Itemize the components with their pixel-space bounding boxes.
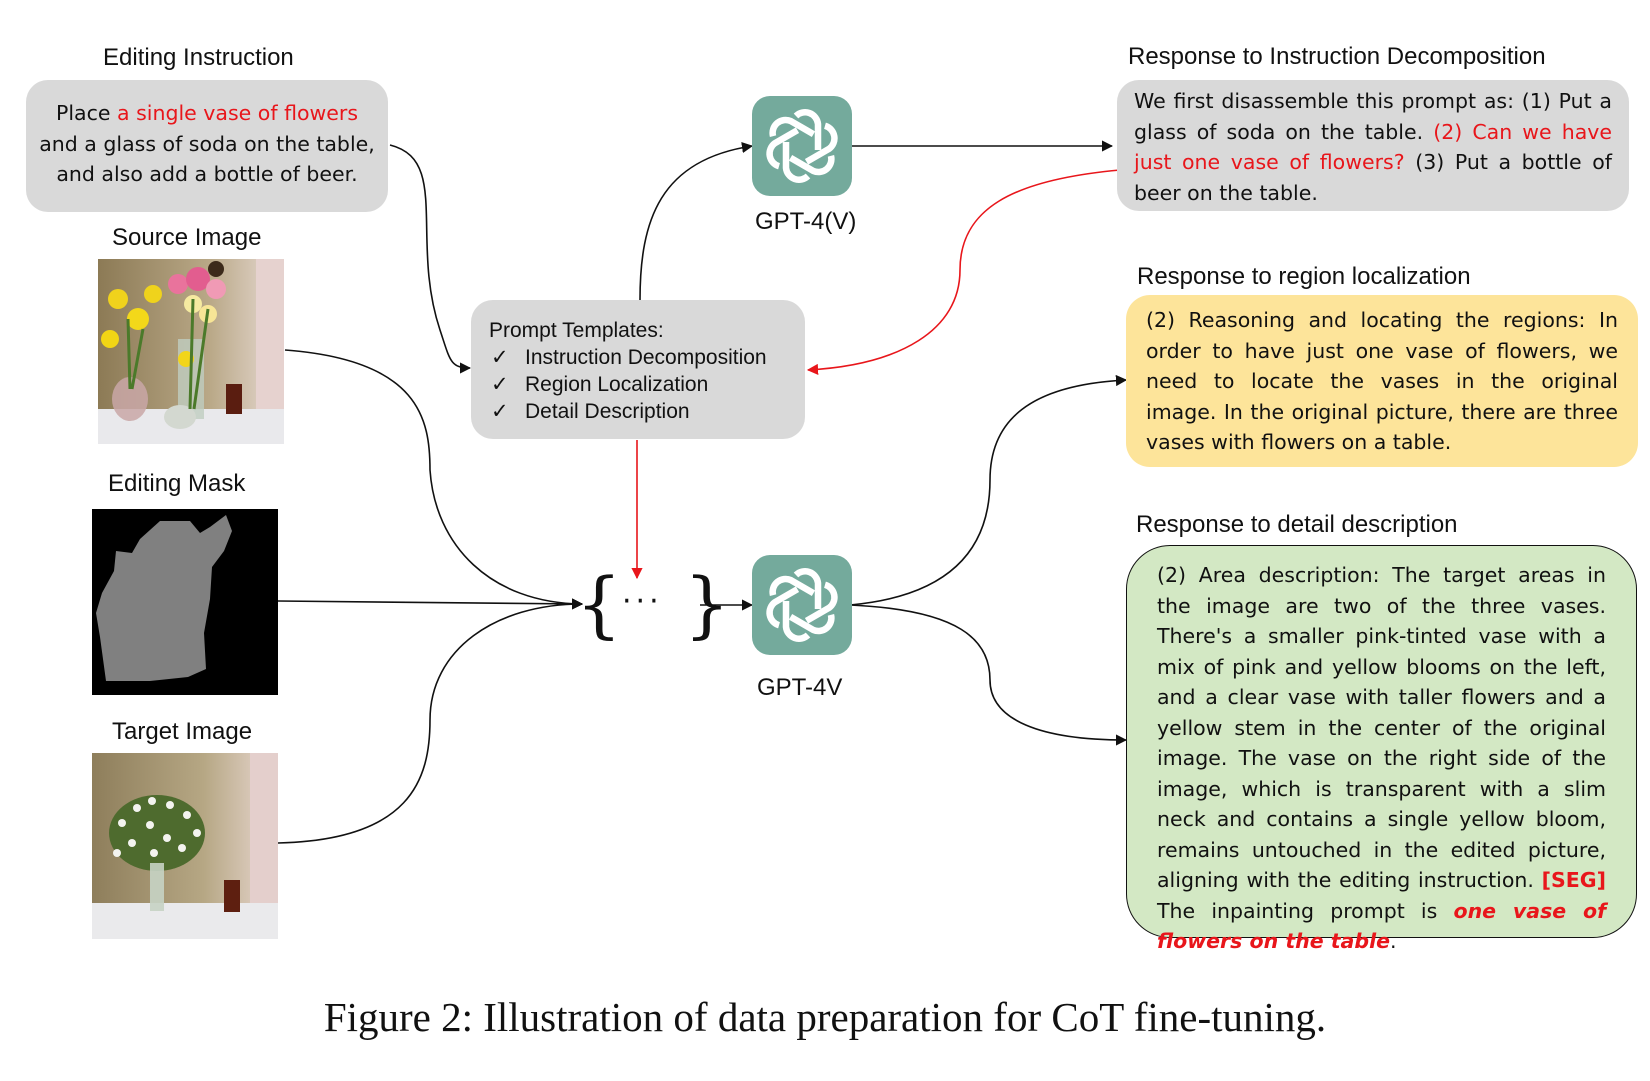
response-detail-label: Response to detail description [1136, 511, 1458, 538]
response-region-label: Response to region localization [1137, 263, 1471, 290]
region-box: (2) Reasoning and locating the regions: … [1126, 295, 1638, 467]
checkmark-icon: ✓ [491, 346, 509, 369]
template-item-detail: ✓Detail Description [491, 400, 690, 423]
arrow-decomposition-to-templates [806, 169, 1121, 376]
detail-text-mid: The inpainting prompt is [1157, 898, 1454, 923]
checkmark-icon: ✓ [491, 400, 509, 423]
checkmark-icon: ✓ [491, 373, 509, 396]
arrow-templates-to-gpt-top [639, 141, 754, 301]
template-item-decomposition: ✓Instruction Decomposition [491, 346, 767, 369]
ellipsis-dots: ··· [622, 584, 663, 619]
arrow-gpt-to-region [849, 374, 1128, 606]
source-image-label: Source Image [112, 224, 262, 251]
source-image [98, 259, 284, 444]
seg-token: [SEG] [1541, 868, 1606, 892]
mask-region [96, 515, 232, 681]
figure-caption: Figure 2: Illustration of data preparati… [323, 994, 1327, 1040]
instruction-highlight: a single vase of flowers [117, 101, 359, 125]
gpt4v-top-label: GPT-4(V) [755, 208, 857, 235]
open-brace: { [576, 562, 622, 646]
arrow-instruction-to-templates [389, 144, 472, 374]
openai-logo-icon [752, 555, 852, 655]
target-image-label: Target Image [112, 718, 253, 745]
decomposition-box: We first disassemble this prompt as: (1)… [1117, 80, 1629, 211]
prompt-templates-box: Prompt Templates: ✓Instruction Decomposi… [471, 300, 805, 439]
decomposition-text-start: We first disassemble this prompt as: (1)… [1134, 89, 1612, 144]
target-image [92, 753, 278, 939]
region-text: (2) Reasoning and locating the regions: … [1146, 308, 1618, 454]
decomposition-text-end: (3) Put a bottle of beer on the table. [1134, 150, 1612, 205]
close-brace: } [684, 562, 730, 646]
editing-mask-image [92, 509, 278, 695]
editing-mask-label: Editing Mask [108, 470, 246, 497]
editing-instruction-box: Place a single vase of flowers and a gla… [26, 80, 388, 212]
openai-logo-icon [752, 96, 852, 196]
decomposition-highlight: (2) Can we have just one vase of flowers… [1134, 119, 1613, 175]
instruction-text-end: and a glass of soda on the table, and al… [39, 131, 375, 187]
instruction-text-start: Place [55, 101, 117, 125]
detail-text-start: (2) Area description: The target areas i… [1157, 563, 1606, 892]
arrow-mask-to-middle [277, 598, 584, 610]
prompt-templates-title: Prompt Templates: [489, 319, 664, 342]
gpt4v-bottom-label: GPT-4V [757, 674, 843, 701]
detail-box: (2) Area description: The target areas i… [1126, 545, 1637, 953]
arrow-gpt-to-detail [849, 604, 1128, 746]
arrow-source-to-middle [284, 349, 584, 610]
arrow-target-to-middle [277, 598, 584, 844]
detail-text-end: . [1390, 929, 1397, 953]
template-item-localization: ✓Region Localization [491, 373, 709, 396]
response-decomposition-label: Response to Instruction Decomposition [1128, 43, 1546, 70]
editing-instruction-label: Editing Instruction [103, 44, 294, 71]
inpainting-prompt: one vase of flowers on the table [1157, 898, 1606, 954]
